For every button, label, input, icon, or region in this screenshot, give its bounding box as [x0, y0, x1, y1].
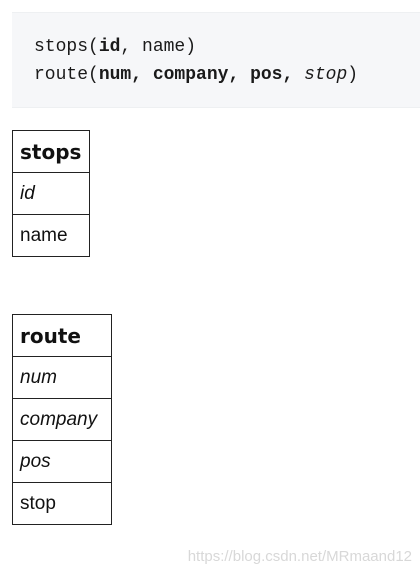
table-row: name	[12, 214, 90, 257]
code-key-id: id	[98, 37, 121, 57]
table-header-row: route	[12, 314, 112, 357]
code-line-route: route(num, company, pos, stop)	[34, 61, 420, 89]
route-field-pos: pos	[12, 440, 112, 483]
route-table-header: route	[12, 314, 112, 357]
code-attr-stop: stop	[304, 65, 348, 85]
code-text: route(	[34, 65, 99, 85]
route-table: route num company pos stop	[12, 314, 112, 525]
code-line-stops: stops(id, name)	[34, 33, 420, 61]
table-row: company	[12, 398, 112, 441]
route-field-stop: stop	[12, 482, 112, 525]
code-text: name)	[142, 37, 197, 57]
stops-field-name: name	[12, 214, 90, 257]
stops-table-header: stops	[12, 130, 90, 173]
code-text: )	[347, 65, 359, 85]
code-text: stops(	[34, 37, 99, 57]
code-key-pos: pos	[250, 65, 283, 85]
stops-field-id: id	[12, 172, 90, 215]
table-header-row: stops	[12, 130, 90, 173]
route-field-company: company	[12, 398, 112, 441]
code-text: ,	[282, 65, 305, 85]
table-row: id	[12, 172, 90, 215]
table-row: num	[12, 356, 112, 399]
route-field-num: num	[12, 356, 112, 399]
code-key-company: company	[152, 65, 229, 85]
code-text: ,	[131, 65, 153, 85]
watermark: https://blog.csdn.net/MRmaand12	[187, 548, 412, 565]
schema-code-block: stops(id, name)route(num, company, pos, …	[12, 12, 420, 108]
code-text: ,	[228, 65, 251, 85]
table-row: pos	[12, 440, 112, 483]
code-text: ,	[120, 37, 143, 57]
table-row: stop	[12, 482, 112, 525]
stops-table: stops id name	[12, 130, 90, 257]
code-key-num: num	[98, 65, 132, 85]
